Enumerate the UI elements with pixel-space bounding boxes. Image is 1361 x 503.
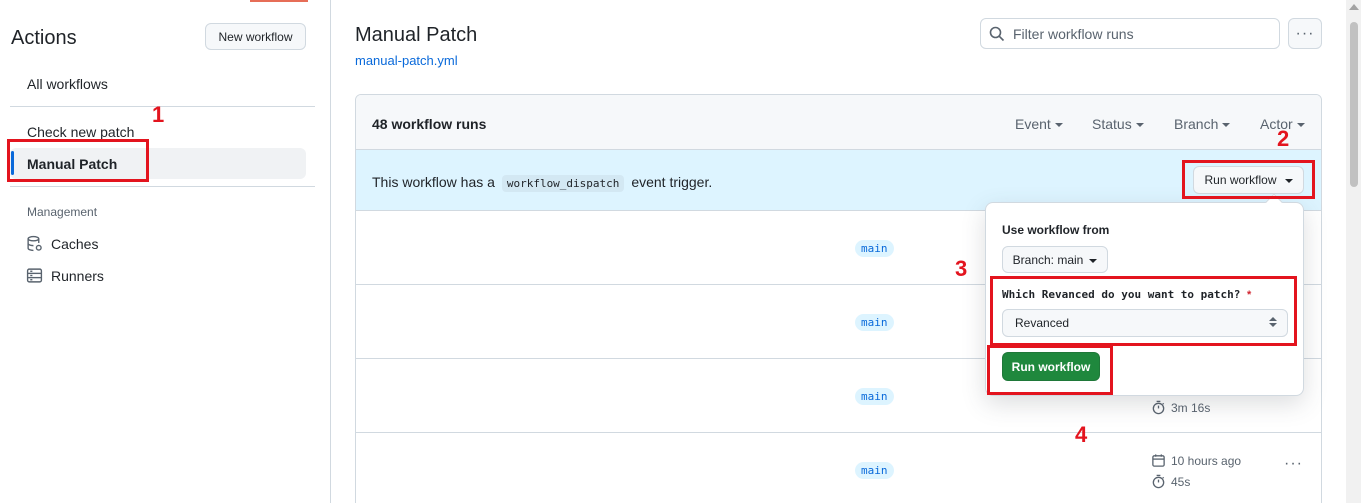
dispatch-text-before: This workflow has a (372, 174, 495, 190)
sidebar-item-manual-patch-label[interactable]: Manual Patch (27, 156, 118, 172)
sidebar: Actions New workflow All workflows Check… (0, 0, 331, 503)
search-icon (989, 26, 1005, 41)
run-duration: 45s (1151, 474, 1190, 489)
run-time-ago: 10 hours ago (1151, 453, 1241, 468)
workflow-runs-panel: 48 workflow runs Event Status Branch Act… (355, 94, 1322, 503)
selected-indicator (11, 151, 14, 175)
annotation-number-3: 3 (955, 256, 968, 281)
sidebar-item-caches[interactable]: Caches (26, 235, 98, 252)
sidebar-title: Actions (11, 27, 77, 49)
caret-down-icon (1089, 258, 1098, 263)
run-workflow-submit-button[interactable]: Run workflow (1002, 352, 1100, 381)
top-accent-bar (250, 0, 308, 2)
caret-down-icon (1284, 179, 1293, 183)
sidebar-item-runners-label: Runners (51, 267, 104, 284)
input-question-label: Which Revanced do you want to patch? * (1002, 288, 1251, 301)
filter-placeholder: Filter workflow runs (1013, 25, 1134, 42)
question-text: Which Revanced do you want to patch? (1002, 288, 1241, 301)
branch-tag[interactable]: main (855, 388, 894, 405)
time-ago-text: 10 hours ago (1171, 453, 1242, 468)
row-more-options-icon[interactable]: ··· (1284, 455, 1303, 472)
caret-down-icon (1296, 123, 1305, 127)
dispatch-text: This workflow has a workflow_dispatch ev… (372, 174, 713, 192)
table-row[interactable]: main 10 hours ago 45s ··· (356, 433, 1321, 503)
stopwatch-icon (1152, 400, 1165, 415)
calendar-icon (1152, 454, 1165, 467)
table-row[interactable]: main 3m 16s (356, 359, 1321, 433)
annotation-number-4: 4 (1075, 422, 1088, 447)
more-options-button[interactable]: ··· (1288, 18, 1322, 49)
required-marker: * (1247, 289, 1252, 301)
dispatch-code: workflow_dispatch (501, 175, 625, 192)
caret-down-icon (1135, 123, 1144, 127)
management-heading: Management (27, 205, 98, 219)
scroll-up-arrow-icon[interactable] (1349, 4, 1359, 10)
filter-status-label: Status (1092, 116, 1132, 132)
kebab-horizontal-icon: ··· (1295, 24, 1315, 42)
filter-actor-label: Actor (1260, 116, 1293, 132)
page-title: Manual Patch (355, 24, 478, 46)
sidebar-item-check-new-patch[interactable]: Check new patch (27, 124, 135, 140)
selected-option: Revanced (1015, 316, 1070, 330)
run-workflow-dropdown-button[interactable]: Run workflow (1193, 166, 1304, 194)
sidebar-item-caches-label: Caches (51, 235, 99, 252)
dispatch-banner: This workflow has a workflow_dispatch ev… (356, 150, 1321, 211)
caret-down-icon (1222, 123, 1231, 127)
filter-actor[interactable]: Actor (1260, 116, 1305, 132)
annotation-number-1: 1 (152, 102, 165, 127)
filter-event-label: Event (1015, 116, 1051, 132)
filter-runs-input[interactable]: Filter workflow runs (980, 18, 1280, 49)
filter-status[interactable]: Status (1092, 116, 1144, 132)
sidebar-item-all-workflows[interactable]: All workflows (27, 76, 108, 92)
table-row[interactable]: main (356, 285, 1321, 359)
dispatch-text-after: event trigger. (631, 174, 713, 190)
branch-tag[interactable]: main (855, 462, 894, 479)
run-workflow-menu: Use workflow from Branch: main Which Rev… (985, 202, 1304, 396)
runs-count: 48 workflow runs (372, 116, 487, 132)
branch-tag[interactable]: main (855, 240, 894, 257)
run-duration: 3m 16s (1151, 400, 1210, 415)
sidebar-divider (10, 186, 315, 187)
annotation-number-2: 2 (1277, 126, 1290, 151)
sidebar-item-runners[interactable]: Runners (26, 267, 104, 284)
filter-event[interactable]: Event (1015, 116, 1063, 132)
use-workflow-from-label: Use workflow from (1002, 223, 1110, 237)
sidebar-item-manual-patch[interactable] (10, 148, 306, 179)
branch-select-label: Branch: main (1012, 252, 1084, 267)
filter-branch[interactable]: Branch (1174, 116, 1231, 132)
select-arrows-icon (1269, 317, 1277, 327)
stopwatch-icon (1152, 474, 1165, 489)
duration-text: 45s (1171, 474, 1191, 489)
sidebar-divider (10, 106, 315, 107)
scrollbar-thumb[interactable] (1350, 22, 1358, 187)
server-icon (26, 268, 43, 283)
caret-down-icon (1054, 123, 1063, 127)
table-row[interactable]: main (356, 211, 1321, 285)
runs-header: 48 workflow runs Event Status Branch Act… (356, 95, 1321, 150)
database-icon (27, 235, 42, 252)
filter-branch-label: Branch (1174, 116, 1219, 132)
duration-text: 3m 16s (1171, 400, 1211, 415)
branch-tag[interactable]: main (855, 314, 894, 331)
branch-select-button[interactable]: Branch: main (1002, 246, 1108, 273)
annotation-box-4 (987, 345, 1113, 395)
new-workflow-button[interactable]: New workflow (205, 23, 306, 50)
annotation-box-2 (1182, 160, 1315, 199)
annotation-box-3 (990, 276, 1297, 346)
annotation-box-1 (7, 139, 149, 182)
revanced-select[interactable]: Revanced (1002, 309, 1288, 337)
run-workflow-label: Run workflow (1204, 173, 1277, 187)
workflow-file-link[interactable]: manual-patch.yml (355, 53, 458, 68)
